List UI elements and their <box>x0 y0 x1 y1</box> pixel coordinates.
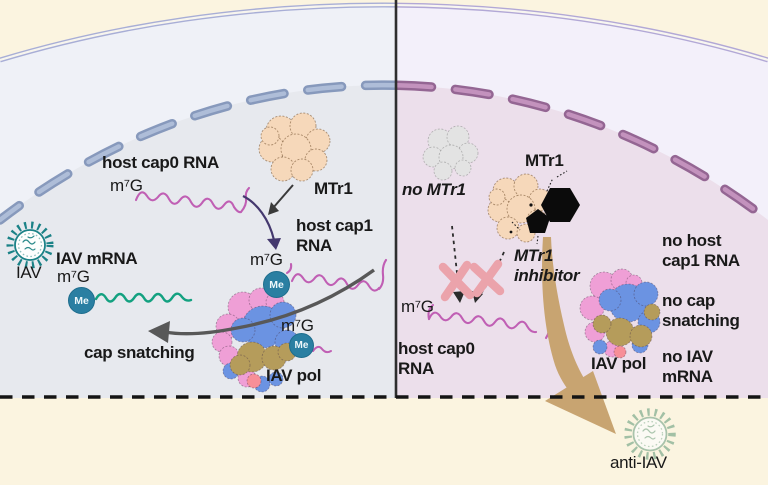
host-cap1-rna-strand <box>285 258 388 292</box>
no-mtr1-enzyme-ghost <box>422 125 479 181</box>
right-cell-compartments <box>396 2 768 398</box>
iav-label: IAV <box>16 263 42 282</box>
cap-snatching-arrow <box>148 268 375 343</box>
no-host-cap1-rna-label: no host cap1 RNA <box>662 231 740 271</box>
m7g-pol-label: m⁷G <box>281 316 314 335</box>
mtr1-inhibitor-molecule <box>509 170 580 245</box>
blocked-cross-icon <box>438 259 505 302</box>
cap0-to-cap1-arrow <box>242 195 281 250</box>
no-iav-mrna-label: no IAV mRNA <box>662 347 713 387</box>
host-cap1-rna-label: host cap1 RNA <box>296 216 373 256</box>
iav-mrna-label: IAV mRNA <box>56 249 138 268</box>
m7g-cap0-label-right: m⁷G <box>401 297 434 316</box>
iav-pol-label-right: IAV pol <box>591 354 647 373</box>
iav-pol-label-left: IAV pol <box>266 366 322 385</box>
m7g-cap0-label-left: m⁷G <box>110 176 143 195</box>
blocked-pathway-arrows <box>438 225 505 303</box>
me-pol-badge: Me <box>289 333 314 358</box>
no-cap-snatching-label: no cap snatching <box>662 291 740 331</box>
iav-polymerase-right <box>579 268 661 359</box>
me-mrna-badge: Me <box>68 287 95 314</box>
mtr1-action-arrow <box>268 184 294 215</box>
iav-mrna-strand <box>94 292 193 303</box>
host-cap0-rna-label-right: host cap0 RNA <box>398 339 475 379</box>
mtr1-label-right: MTr1 <box>525 151 564 170</box>
no-mtr1-label: no MTr1 <box>402 180 466 199</box>
snatched-cap-rna-bit <box>312 345 332 354</box>
me-cap1-badge: Me <box>263 271 290 298</box>
host-cap0-rna-label-left: host cap0 RNA <box>102 153 220 172</box>
mtr1-inhibitor-label: MTr1 inhibitor <box>514 246 580 286</box>
mtr1-label-left: MTr1 <box>314 179 353 198</box>
cap-snatching-label: cap snatching <box>84 343 195 362</box>
iav-virus-icon <box>6 221 54 269</box>
anti-iav-virus-icon <box>624 408 676 460</box>
anti-iav-outcome-arrow <box>542 237 616 434</box>
m7g-cap1-label: m⁷G <box>250 250 283 269</box>
iav-polymerase-left <box>211 287 300 393</box>
mtr1-enzyme-left <box>258 112 331 182</box>
m7g-mrna-label: m⁷G <box>57 267 90 286</box>
anti-iav-label: anti-IAV <box>610 453 667 472</box>
